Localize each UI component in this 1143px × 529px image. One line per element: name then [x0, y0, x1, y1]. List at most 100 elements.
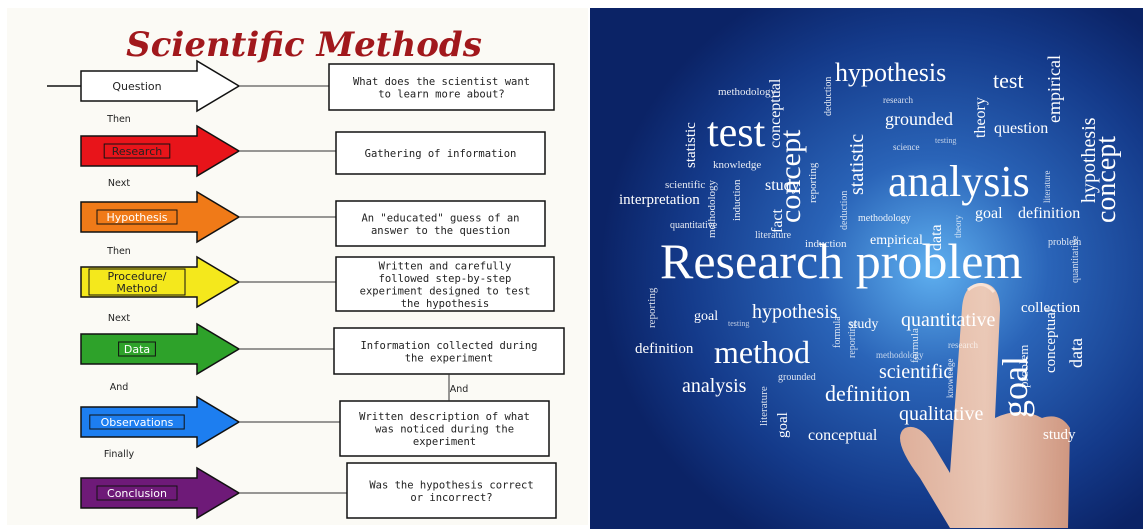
- desc-text-question: to learn more about?: [378, 88, 504, 100]
- step-label-box-conclusion: [96, 485, 178, 501]
- cloud-word-concept: concept: [774, 129, 807, 223]
- cloud-word-definition: definition: [825, 381, 911, 406]
- cloud-word-quantitative: quantitative: [670, 220, 718, 231]
- step-arrow-hypothesis: [80, 190, 241, 244]
- cloud-word-deduction: deduction: [823, 77, 834, 116]
- desc-box-procedure-method: [335, 256, 555, 312]
- cloud-word-statistic: statistic: [846, 134, 868, 195]
- cloud-word-data: data: [1066, 338, 1086, 368]
- cloud-word-methodology: methodology: [718, 86, 777, 98]
- step-label-procedure-method: Procedure/: [108, 270, 167, 283]
- desc-text-hypothesis: answer to the question: [371, 225, 510, 237]
- side-connector-label: And: [450, 384, 469, 395]
- cloud-word-study: study: [848, 317, 878, 332]
- step-label-box-data: [118, 341, 156, 357]
- cloud-word-induction: induction: [805, 238, 847, 250]
- cloud-word-formula: formula: [832, 316, 843, 348]
- cloud-word-methodology: methodology: [876, 350, 924, 360]
- cloud-word-research: research: [883, 95, 913, 105]
- step-arrow-data: [80, 322, 241, 376]
- cloud-word-fact: fact: [769, 208, 786, 233]
- cloud-word-goal: goal: [995, 356, 1035, 418]
- cloud-word-quantitative: quantitative: [901, 309, 996, 331]
- cloud-word-hypothesis: hypothesis: [835, 58, 946, 87]
- cloud-word-methodology: methodology: [858, 213, 911, 224]
- step-label-box-research: [103, 143, 171, 159]
- cloud-word-collection: collection: [1021, 300, 1081, 316]
- cloud-word-statistic: statistic: [683, 122, 699, 168]
- word-cloud-words: hypothesis test methodology deduction resear…: [619, 55, 1122, 444]
- cloud-word-testing: testing: [935, 136, 956, 145]
- cloud-word-definition: definition: [1018, 205, 1080, 222]
- desc-text-procedure-method: experiment designed to test: [360, 285, 531, 297]
- step-arrow-research: [80, 124, 241, 178]
- cloud-word-grounded: grounded: [778, 372, 816, 383]
- cloud-word-conceptual: conceptual: [808, 427, 878, 444]
- cloud-word-definition: definition: [635, 341, 694, 357]
- connector-label-next: Next: [108, 313, 130, 324]
- step-label-question: Question: [112, 80, 161, 93]
- desc-text-data: the experiment: [405, 352, 494, 364]
- step-arrow-observations: [80, 395, 241, 449]
- connector-label-then: Then: [106, 114, 131, 125]
- step-label-data: Data: [124, 343, 150, 356]
- cloud-word-goal: goal: [975, 205, 1003, 222]
- cloud-word-empirical: empirical: [1044, 55, 1064, 123]
- desc-text-procedure-method: followed step-by-step: [379, 273, 512, 285]
- cloud-word-qualitative: qualitative: [899, 403, 984, 425]
- word-cloud-image: hypothesis test methodology deduction resear…: [590, 8, 1143, 529]
- connector-label-finally: Finally: [104, 449, 135, 460]
- desc-text-conclusion: Was the hypothesis correct: [369, 479, 533, 491]
- desc-text-question: What does the scientist want: [353, 76, 530, 88]
- cloud-word-conceptual: conceptual: [1043, 308, 1059, 373]
- desc-text-observations: Written description of what: [359, 411, 530, 423]
- cloud-word-literature: literature: [1042, 171, 1052, 203]
- cloud-word-literature: literature: [758, 386, 770, 426]
- cloud-word-knowledge: knowledge: [713, 159, 761, 171]
- step-arrow-conclusion: [80, 466, 241, 520]
- cloud-word-empirical: empirical: [870, 233, 923, 248]
- desc-text-procedure-method: the hypothesis: [401, 298, 490, 310]
- cloud-word-goal: goal: [694, 309, 718, 324]
- step-label-procedure-method: Method: [116, 282, 157, 295]
- cloud-word-analysis: analysis: [682, 375, 747, 397]
- desc-text-observations: experiment: [413, 436, 476, 448]
- cloud-word-deduction: deduction: [839, 191, 850, 230]
- desc-text-research: Gathering of information: [365, 148, 517, 160]
- cloud-word-reporting: reporting: [807, 162, 819, 203]
- cloud-word-scientific: scientific: [665, 179, 705, 191]
- pointing-hand-image: [900, 283, 1070, 528]
- desc-text-conclusion: or incorrect?: [410, 492, 492, 504]
- cloud-word-hypothesis: hypothesis: [752, 301, 838, 323]
- connector-label-and: And: [110, 382, 129, 393]
- cloud-word-science: science: [893, 142, 919, 152]
- cloud-word-question: question: [994, 120, 1048, 137]
- cloud-word-analysis: analysis: [888, 157, 1030, 206]
- cloud-word-test: test: [993, 68, 1024, 93]
- cloud-word-data: data: [928, 224, 945, 251]
- desc-box-question: [328, 63, 555, 111]
- cloud-word-research: research: [948, 340, 978, 350]
- cloud-word-reporting: reporting: [646, 287, 658, 328]
- desc-text-data: Information collected during: [360, 340, 537, 352]
- cloud-word-theory: theory: [972, 97, 989, 138]
- cloud-word-problem: problem: [1048, 237, 1082, 248]
- cloud-word-conceptual: conceptual: [767, 78, 784, 148]
- desc-text-procedure-method: Written and carefully: [379, 260, 512, 272]
- word-cloud-canvas: hypothesis test methodology deduction resear…: [590, 8, 1143, 529]
- desc-text-hypothesis: An "educated" guess of an: [361, 212, 519, 224]
- cloud-word-concept: concept: [1091, 136, 1122, 223]
- cloud-word-problem: problem: [1016, 345, 1031, 388]
- step-label-hypothesis: Hypothesis: [106, 211, 167, 224]
- step-label-conclusion: Conclusion: [107, 487, 167, 500]
- desc-box-research: [335, 131, 546, 175]
- headline-research-problem: Research problem: [660, 233, 1022, 289]
- cloud-word-study: study: [1043, 427, 1076, 443]
- cloud-word-testing: testing: [728, 319, 749, 328]
- cloud-word-quantitative: quantitative: [1070, 235, 1081, 283]
- cloud-word-interpretation: interpretation: [619, 192, 700, 208]
- cloud-word-formula: formula: [909, 328, 921, 363]
- desc-text-observations: was noticed during the: [375, 424, 514, 436]
- step-arrow-question: [80, 59, 241, 113]
